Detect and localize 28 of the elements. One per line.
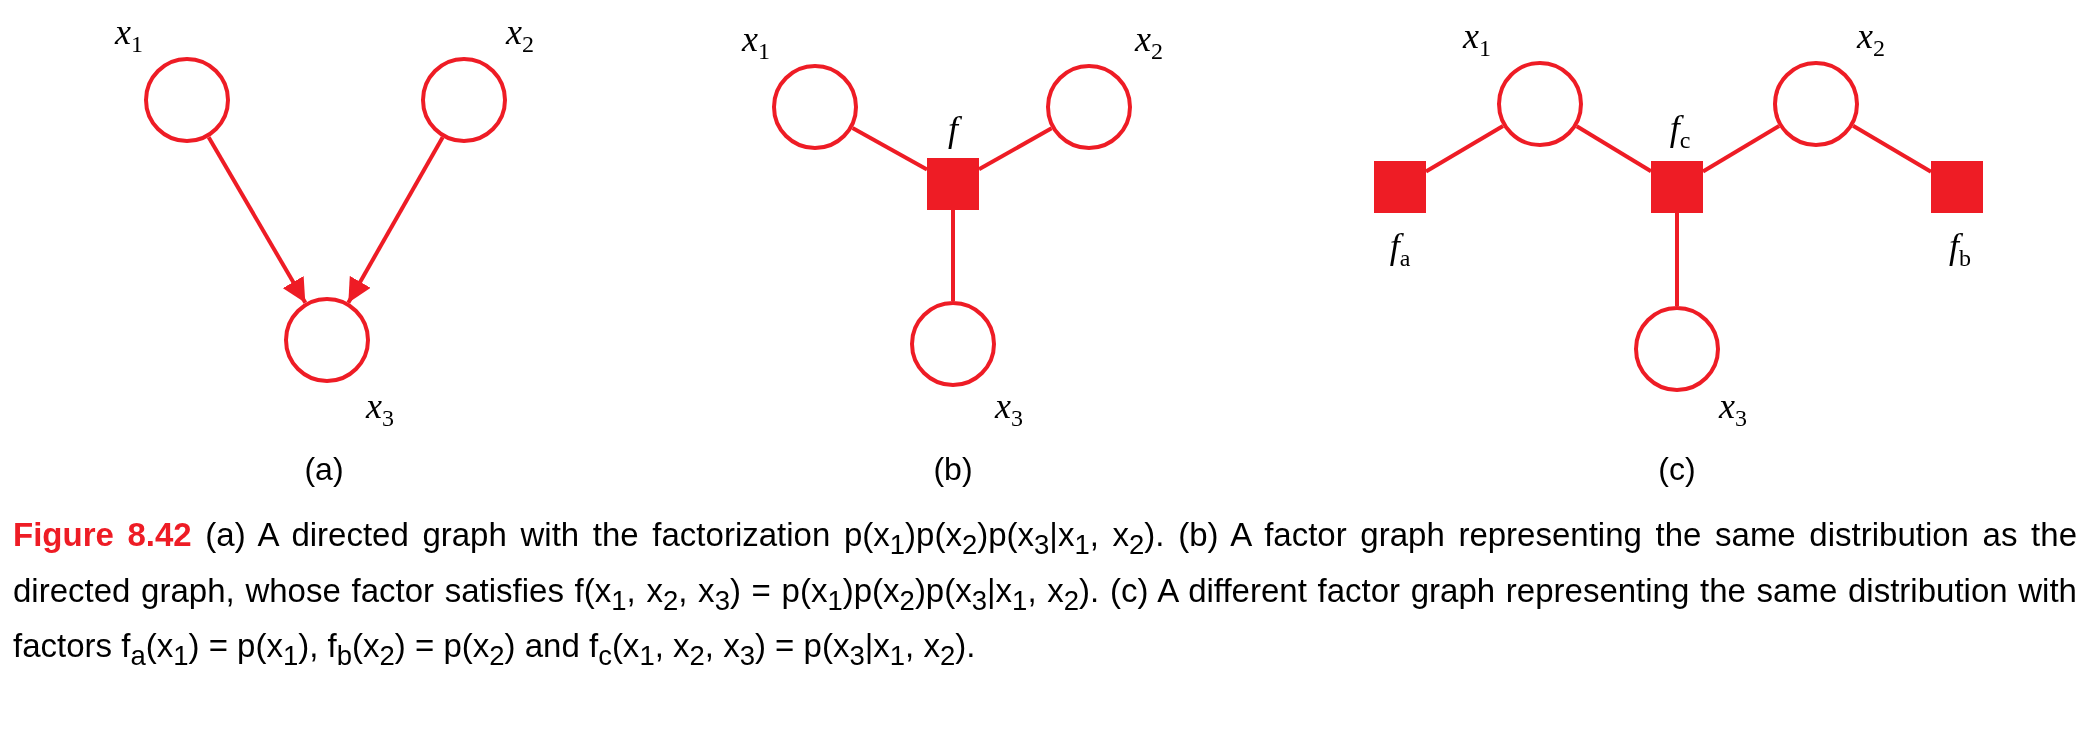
variable-label: x$_{2}$: [1857, 17, 1885, 61]
edge-line: [1575, 124, 1653, 173]
factor-node-square: [1374, 161, 1426, 213]
variable-label: x$_{1}$: [742, 20, 770, 64]
edge-line: [978, 126, 1053, 171]
edge-line: [1852, 124, 1933, 174]
panel-label: (c): [1658, 450, 1696, 488]
edge-line: [951, 210, 955, 301]
variable-label: f$_{b}$: [1949, 227, 1971, 271]
edge-line: [1675, 213, 1679, 306]
variable-label: x$_{2}$: [506, 13, 534, 57]
arrow: [206, 136, 308, 304]
figure-caption: Figure 8.42 (a) A directed graph with the factorization p(x$_{1}$)p(x$_{2}$)p(x$_{3}$|x$_{1}$, x$_{2}$). (b) A factor graph representing the same distribution as the directed graph, whose factor satisfies f(x$_{1}$, x$_{2}$, x$_{3}$) = p(x$_{1}$)p(x$_{2}$)p(x$_{3}$|x$_{1}$, x$_{2}$). (c) A different factor graph representing the same distribution with factors f$_{a}$(x$_{1}$) = p(x$_{1}$), f$_{b}$(x$_{2}$) = p(x$_{2}$) and f$_{c}$(x$_{1}$, x$_{2}$, x$_{3}$) = p(x$_{3}$|x$_{1}$, x$_{2}$).: [13, 515, 2077, 673]
arrow: [346, 136, 445, 304]
variable-label: x$_{2}$: [1135, 20, 1163, 64]
panel-label: (a): [304, 450, 344, 488]
variable-label: f$_{a}$: [1389, 227, 1411, 271]
variable-label: x$_{3}$: [1719, 387, 1747, 431]
factor-node-square: [1651, 161, 1703, 213]
factor-node-square: [1931, 161, 1983, 213]
variable-label: x$_{3}$: [366, 387, 394, 431]
panel-label: (b): [933, 450, 973, 488]
edge-line: [851, 126, 928, 172]
variable-label: x$_{3}$: [995, 387, 1023, 431]
variable-label: f$_{c}$: [1669, 109, 1691, 153]
variable-label: x$_{1}$: [115, 13, 143, 57]
factor-node-square: [927, 158, 979, 210]
variable-label: x$_{1}$: [1463, 17, 1491, 61]
